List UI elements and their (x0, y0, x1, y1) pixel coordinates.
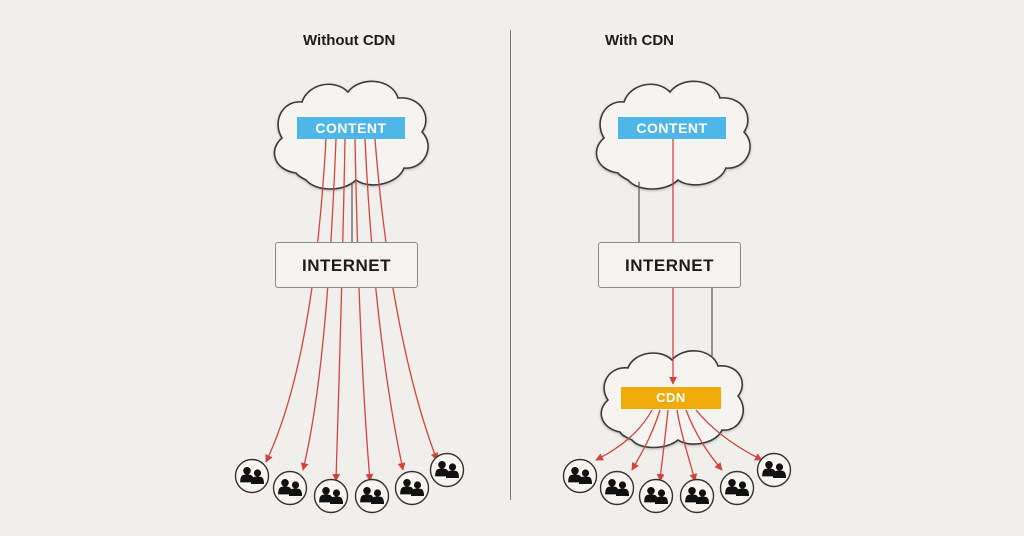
users-icon (429, 452, 465, 488)
users-icon (313, 478, 349, 514)
arrow (656, 409, 669, 482)
users-icon (354, 478, 390, 514)
panel-title-without-cdn: Without CDN (303, 32, 396, 49)
users-icon (679, 478, 715, 514)
arrow (595, 409, 653, 461)
cdn-arrows (595, 409, 763, 482)
content-label: CONTENT (618, 117, 726, 139)
internet-box: INTERNET (275, 242, 418, 288)
users-icon (562, 458, 598, 494)
content-label: CONTENT (297, 117, 405, 139)
user-groups (234, 452, 792, 514)
arrow (685, 409, 723, 471)
panel-title-with-cdn: With CDN (605, 32, 675, 49)
arrow (300, 138, 337, 471)
users-icon (719, 470, 755, 506)
users-icon (394, 470, 430, 506)
arrow (364, 138, 406, 471)
arrow (631, 409, 661, 471)
users-icon (272, 470, 308, 506)
users-icon (599, 470, 635, 506)
users-icon (638, 478, 674, 514)
arrow (695, 409, 763, 461)
panel-divider (510, 30, 511, 500)
internet-box: INTERNET (598, 242, 741, 288)
arrow (374, 138, 439, 461)
direct-arrows (265, 138, 439, 482)
arrow (332, 138, 346, 482)
cdn-label: CDN (621, 387, 721, 409)
arrow (676, 409, 698, 482)
arrow (354, 138, 374, 482)
users-icon (234, 458, 270, 494)
arrow (265, 138, 327, 463)
users-icon (756, 452, 792, 488)
